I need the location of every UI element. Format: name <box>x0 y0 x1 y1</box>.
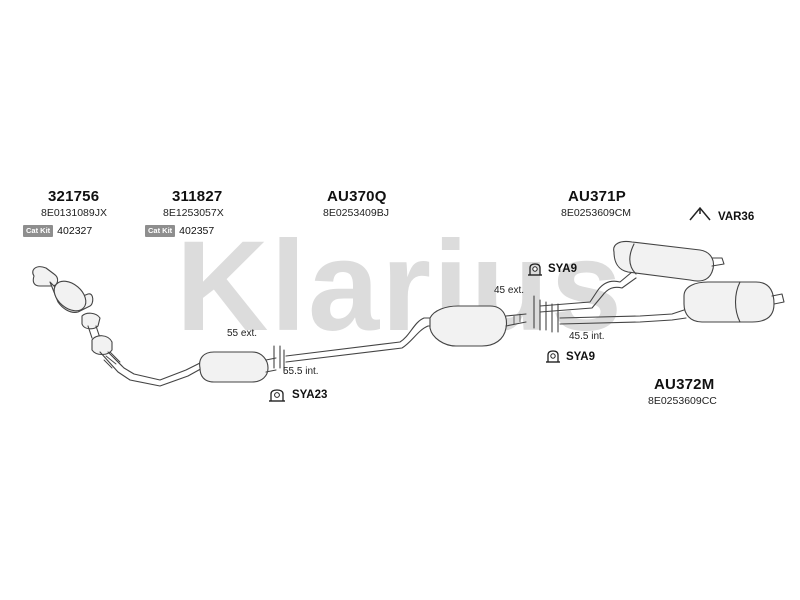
measurement-45-ext: 45 ext. <box>494 285 525 296</box>
part-321756-shape[interactable] <box>32 266 101 339</box>
part-321756-oem: 8E0131089JX <box>41 207 107 219</box>
catkit-tag: Cat Kit <box>23 225 54 237</box>
part-au370q-code[interactable]: AU370Q <box>327 188 387 205</box>
part-au370q-shape[interactable] <box>285 305 527 363</box>
var36-hanger-icon <box>689 206 711 221</box>
catkit-tag: Cat Kit <box>145 225 176 237</box>
accessory-sya23-label[interactable]: SYA23 <box>292 389 328 401</box>
measurement-55-ext: 55 ext. <box>227 328 258 339</box>
part-au371p-oem: 8E0253609CM <box>561 207 632 219</box>
part-321756-code[interactable]: 321756 <box>48 188 100 205</box>
part-au372m-shape[interactable] <box>559 281 785 325</box>
part-311827-oem: 8E1253057X <box>163 207 224 219</box>
measurement-45-5-int: 45.5 int. <box>569 331 605 342</box>
clamp-icon <box>546 350 560 363</box>
mid-clamps <box>533 295 559 333</box>
part-au371p-code[interactable]: AU371P <box>568 188 626 205</box>
part-311827-catkit: Cat Kit 402357 <box>145 225 214 237</box>
part-311827-code[interactable]: 311827 <box>172 188 223 205</box>
clamp-icon <box>528 263 542 276</box>
part-au370q-oem: 8E0253409BJ <box>323 207 389 219</box>
catkit-number: 402357 <box>179 225 215 237</box>
part-311827-shape[interactable] <box>91 335 285 387</box>
watermark-logo: Klarius <box>176 215 624 358</box>
part-au371p-shape[interactable] <box>539 240 725 313</box>
accessory-var36-label[interactable]: VAR36 <box>718 211 755 223</box>
part-au372m-oem: 8E0253609CC <box>648 395 717 407</box>
measurement-55-5-int: 55.5 int. <box>283 366 319 377</box>
part-321756-catkit: Cat Kit 402327 <box>23 225 92 237</box>
clamp-icon <box>269 389 285 402</box>
accessory-sya9-bottom-label[interactable]: SYA9 <box>566 351 595 363</box>
catkit-number: 402327 <box>57 225 93 237</box>
accessory-sya9-top-label[interactable]: SYA9 <box>548 263 577 275</box>
part-au372m-code[interactable]: AU372M <box>654 376 715 393</box>
